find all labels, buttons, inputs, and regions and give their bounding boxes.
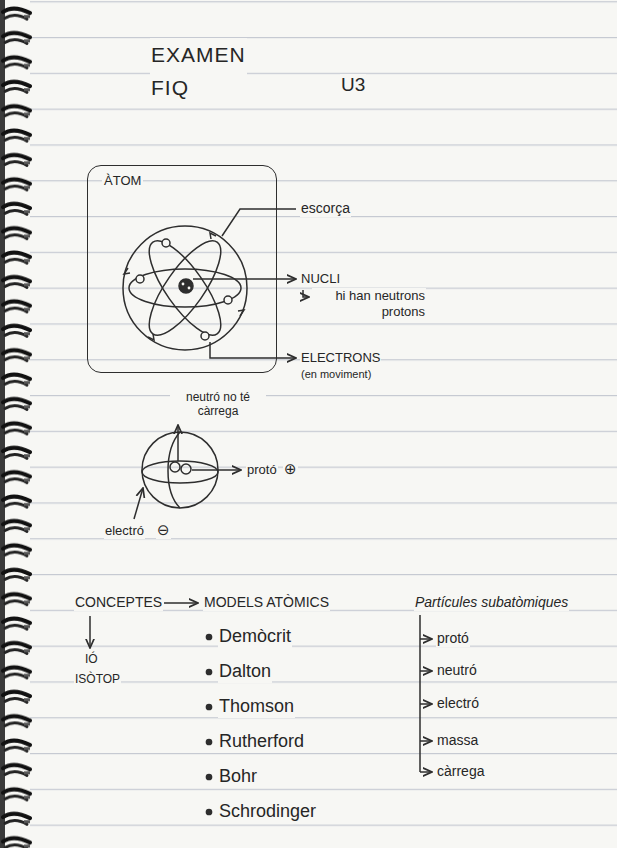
nucleus [179,279,193,293]
spiral-binding [0,0,34,848]
charge-symbol: ⊖ [156,521,171,539]
leader-arrow [193,278,296,280]
hook-arrow [303,290,309,297]
branch-arrow [420,740,432,742]
atom-shell [123,226,247,350]
leader-arrow [210,342,296,358]
model-item: Dalton [218,661,272,683]
concept-heading: CONCEPTES [74,594,163,611]
callout-label: ELECTRONS [300,350,381,366]
concept-heading: MODELS ATÒMICS [203,594,330,611]
model-item: Schrodinger [218,801,317,823]
concept-item: ISÒTOP [74,672,121,686]
branch-arrow [420,670,432,672]
list-heading: Partícules subatòmiques [414,594,569,611]
particle-item: càrrega [436,763,485,780]
equator [142,461,218,483]
model-item: Rutherford [218,731,305,753]
atom-sphere-drawing [134,425,241,519]
motion-tick [148,334,154,340]
model-item: Bohr [218,766,258,788]
electron [162,239,170,247]
box-heading: ÀTOM [102,173,143,189]
particle-item: protó [436,630,470,647]
arrow [89,616,91,648]
charge-symbol: ⊕ [283,460,298,478]
nucleus-dot [182,283,185,286]
bullet [206,634,211,639]
particle-item: neutró [436,662,478,679]
electron [201,332,209,340]
callout-note: neutró no té càrrega [170,390,266,419]
proton [181,464,191,474]
leader-line [222,209,296,236]
motion-tick [124,268,130,274]
leader-arrow [134,488,143,519]
branch-arrow [420,703,432,705]
orbit [137,231,232,345]
model-item: Thomson [218,696,295,718]
callout-label: protó [246,462,278,478]
bullet [206,774,211,779]
motion-tick [210,233,216,239]
branch-arrow [420,771,432,773]
particle-item: massa [436,732,479,749]
callout-note: (en moviment) [300,368,372,381]
bullet [206,669,211,674]
nucleus-dot [188,287,191,290]
callout-label: NUCLI [300,271,341,287]
unit-label: U3 [340,74,366,97]
electron [224,296,232,304]
bullet [206,739,211,744]
motion-tick [238,310,244,316]
neutron [170,462,180,472]
atom-box: ÀTOM [87,165,277,373]
bullet [206,704,211,709]
bullet [206,809,211,814]
callout-label: escorça [300,200,351,217]
leader-arrow [177,425,179,461]
page-title: EXAMEN FIQ [150,38,247,104]
concept-item: IÓ [84,652,99,666]
callout-label: electró [104,523,145,539]
model-item: Demòcrit [218,626,292,648]
arrow [164,602,198,604]
particle-item: electró [436,695,480,712]
orbit [137,231,232,345]
leader-arrow [192,469,241,471]
callout-note: hi han neutrons protons [312,288,426,319]
atom-drawing [123,209,309,358]
concept-arrows [90,603,432,815]
electron [136,275,144,283]
branch-arrow [420,638,432,640]
orbit [129,269,241,307]
